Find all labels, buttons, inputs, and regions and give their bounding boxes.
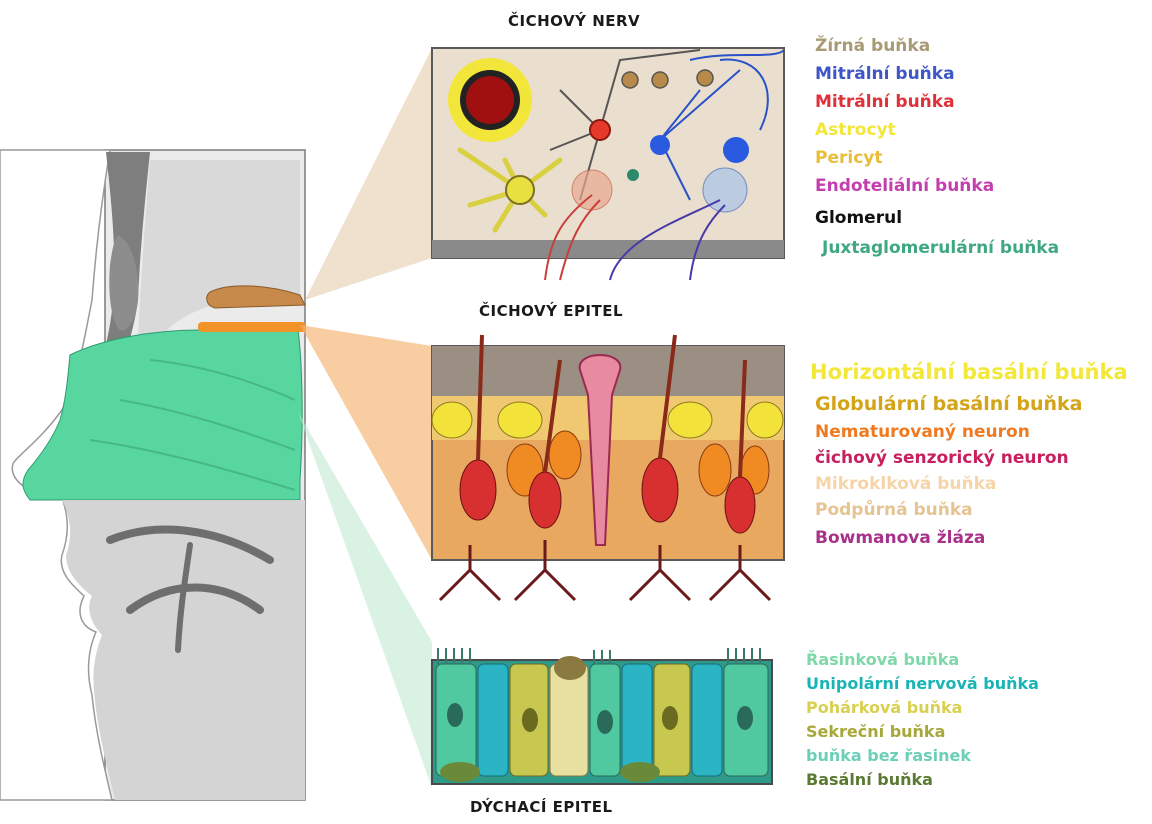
mitral-cell-blue-2 (723, 137, 749, 163)
label-bowman-gland: Bowmanova žláza (815, 530, 985, 547)
label-astrocyte: Astrocyt (815, 122, 896, 139)
label-globular-basal-cell: Globulární basální buňka (815, 395, 1082, 414)
label-endothelial-cell: Endoteliální buňka (815, 178, 994, 195)
respiratory-title: DÝCHACÍ EPITEL (470, 798, 613, 816)
label-olfactory-sensory-neuron: čichový senzorický neuron (815, 450, 1069, 467)
label-pericyte: Pericyt (815, 150, 883, 167)
nerve-panel (432, 48, 784, 280)
label-immature-neuron: Nematurovaný neuron (815, 424, 1030, 441)
zoom-cone-nerve (305, 48, 432, 300)
label-sustentacular-cell: Podpůrná buňka (815, 502, 973, 519)
zoom-cone-olfactory (300, 325, 432, 560)
astrocyte (506, 176, 534, 204)
label-basal-cell: Basální buňka (806, 772, 933, 788)
label-non-ciliated-cell: buňka bez řasinek (806, 748, 971, 764)
respiratory-panel (432, 648, 772, 784)
juxtaglomerular-cell (627, 169, 639, 181)
label-mast-cell: Žírná buňka (815, 38, 930, 55)
sensory-neuron-4 (725, 477, 755, 533)
label-unipolar-nerve-cell: Unipolární nervová buňka (806, 676, 1039, 692)
blood-vessel (466, 76, 514, 124)
label-horizontal-basal-cell: Horizontální basální buňka (810, 362, 1128, 383)
goblet-cell (550, 664, 588, 776)
label-secretory-cell: Sekreční buňka (806, 724, 945, 740)
label-mitral-cell-red: Mitrální buňka (815, 94, 955, 111)
basal-cell (440, 762, 480, 782)
label-ciliated-cell: Řasinková buňka (806, 652, 959, 668)
label-juxtaglomerular-cell: Juxtaglomerulární buňka (822, 240, 1059, 257)
sensory-neuron-2 (529, 472, 561, 528)
sensory-neuron-3 (642, 458, 678, 522)
glomerulus-1 (572, 170, 612, 210)
label-microvillar-cell: Mikroklková buňka (815, 476, 996, 493)
label-goblet-cell: Pohárková buňka (806, 700, 962, 716)
label-glomerulus: Glomerul (815, 210, 902, 227)
olfactory-title: ČICHOVÝ EPITEL (479, 302, 623, 320)
mitral-cell-red (590, 120, 610, 140)
label-mitral-cell-blue: Mitrální buňka (815, 66, 955, 83)
nerve-title: ČICHOVÝ NERV (508, 12, 640, 30)
olfactory-panel (432, 335, 784, 600)
sensory-neuron-1 (460, 460, 496, 520)
olfactory-patch (198, 322, 306, 332)
mitral-cell-blue-1 (650, 135, 670, 155)
head-cross-section (0, 150, 306, 800)
